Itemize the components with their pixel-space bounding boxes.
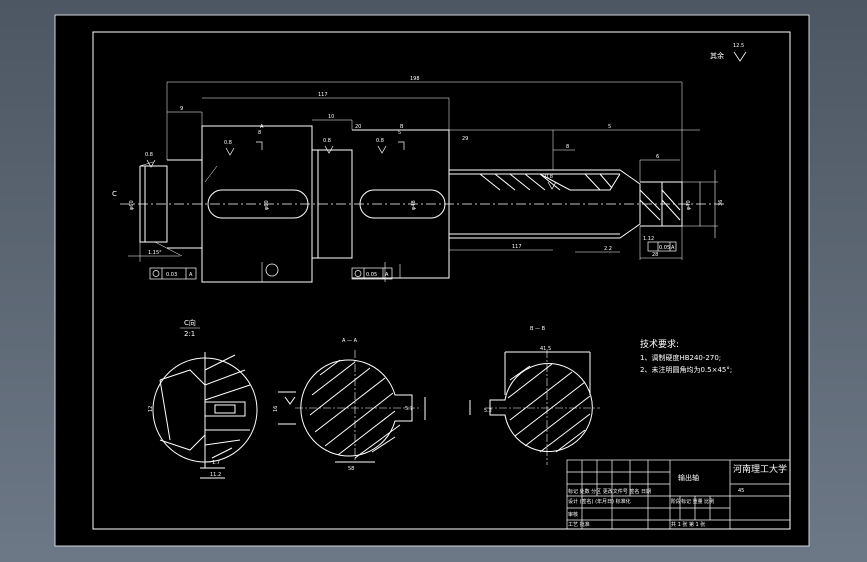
dim-depth: 5 (398, 130, 401, 136)
section-c-dim-3: 1.7 (212, 460, 220, 466)
dim-gap-left: 9 (180, 106, 183, 112)
title-part-name: 输出轴 (678, 473, 699, 482)
section-c-scale: 2:1 (184, 330, 195, 338)
section-bb-dim-top: 41.5 (540, 346, 551, 352)
tolerance-mid-value: 0.05 (366, 272, 377, 278)
notes-title: 技术要求: (640, 338, 679, 350)
roughness-mark-3: 0.8 (323, 138, 331, 144)
section-bb-dim-depth: 5.2 (484, 408, 492, 414)
title-row-4: 工艺 批准 (568, 521, 590, 528)
shaft-main-view (120, 81, 725, 283)
dim-right-end: 28 (652, 252, 658, 258)
dim-1-12: 1.12 (643, 236, 654, 242)
dim-dia-left: φ60 (129, 200, 135, 210)
title-sheet: 共 1 张 第 1 张 (671, 521, 705, 528)
roughness-mark-1: 0.8 (145, 152, 153, 158)
section-c-dim-1: 12 (148, 406, 154, 412)
title-university: 河南理工大学 (733, 463, 787, 475)
dim-small-a: 8 (566, 144, 569, 150)
dim-right-stub: 29 (462, 136, 468, 142)
section-aa-dim-width: 16 (273, 406, 279, 412)
dim-right-len: 5 (608, 124, 611, 130)
roughness-mark-5: 0.8 (545, 174, 553, 180)
dim-dia-right: φ40 (686, 200, 692, 210)
section-c-view (152, 352, 258, 479)
tolerance-frame-mid (351, 267, 393, 280)
dim-dia-end: 36 (718, 200, 724, 206)
section-aa-title: A — A (342, 338, 358, 344)
dim-small-b: 6 (656, 154, 659, 160)
roughness-icon (733, 51, 747, 62)
roughness-mark-2: 0.8 (224, 140, 232, 146)
dim-2-2: 2.2 (604, 246, 612, 252)
section-aa-dim-bottom: 58 (348, 466, 354, 472)
dim-step: 20 (355, 124, 361, 130)
section-label-a: A (260, 124, 264, 130)
section-c-dim-2: 11.2 (210, 472, 221, 478)
title-stage: 阶段标记 重量 比例 (671, 498, 714, 505)
section-label-c: C (112, 190, 117, 198)
dim-dia-key2: φ48 (411, 200, 417, 210)
tolerance-left-datum: A (189, 272, 193, 278)
dim-inner-len: 117 (512, 244, 522, 250)
dim-left-stub: 8 (258, 130, 261, 136)
roughness-value: 12.5 (733, 43, 744, 49)
section-aa-view (278, 350, 426, 463)
section-aa-dim-depth: 5.7 (405, 406, 413, 412)
notes-line-1: 1、调制硬度HB240-270; (640, 353, 721, 362)
dim-overall-length: 198 (410, 76, 420, 82)
title-material-code: 45 (738, 488, 744, 494)
roughness-marks (146, 141, 557, 190)
tolerance-left-value: 0.03 (166, 272, 177, 278)
drawing-frame (92, 31, 791, 530)
dim-chamfer-left: 1.15° (148, 250, 162, 256)
tolerance-frame-left (149, 267, 197, 280)
title-row-2: 设计 (签名) (年月日) 标准化 (568, 498, 631, 505)
title-row-1: 标记 处数 分区 更改文件号 签名 日期 (568, 488, 651, 495)
dim-gap-mid: 10 (328, 114, 334, 120)
title-block (566, 459, 791, 530)
sheet-background (54, 14, 810, 547)
section-c-title: C向 (184, 318, 196, 327)
roughness-mark-4: 0.8 (376, 138, 384, 144)
section-bb-view (469, 350, 600, 465)
tolerance-mid-datum: A (385, 272, 389, 278)
roughness-label: 其余 (710, 51, 724, 60)
notes-line-2: 2、未注明圆角均为0.5×45°; (640, 365, 732, 374)
tolerance-right-datum: A (671, 245, 675, 251)
dim-segment-a: 117 (318, 92, 328, 98)
section-bb-title: B — B (530, 326, 546, 332)
tolerance-right-value: 0.05 (659, 245, 670, 251)
title-row-3: 审核 (568, 511, 578, 518)
section-label-b: B (400, 124, 404, 130)
dim-dia-key1: φ60 (264, 200, 270, 210)
tolerance-frame-right (647, 241, 677, 252)
